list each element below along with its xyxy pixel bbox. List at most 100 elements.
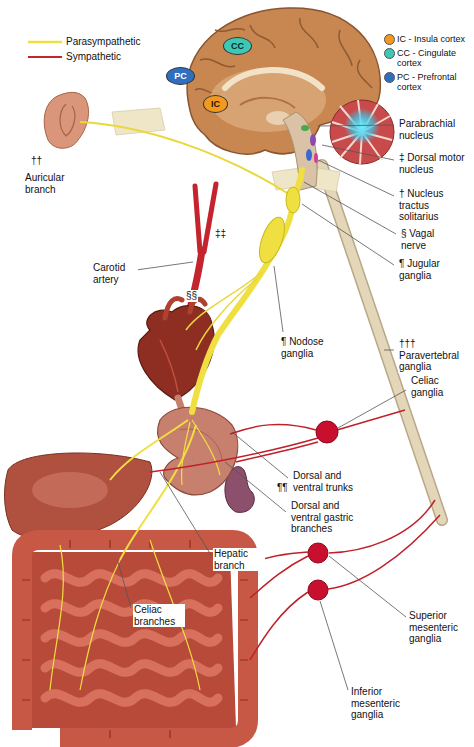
vagus-nerve (286, 187, 300, 213)
cortex-oval: CC (223, 37, 252, 55)
cortex-oval: IC (203, 95, 228, 113)
intestines (45, 604, 218, 613)
brain (225, 70, 322, 88)
sympathetic-fibres (150, 410, 440, 660)
artery-label: Carotid artery (92, 262, 138, 285)
leader-lines (384, 350, 394, 351)
vagus-nerve (192, 420, 220, 475)
ganglion-label: ¶ Nodose ganglia (280, 336, 332, 359)
nucleus-label: ‡ Dorsal motor nucleus (398, 152, 470, 175)
ganglion-circles (316, 421, 338, 443)
carotid-artery (195, 186, 200, 252)
trunk-label: Dorsal and ventral trunks (292, 470, 364, 493)
brainstem (310, 134, 316, 146)
sympathetic-fibres (250, 592, 308, 660)
brain (187, 8, 380, 154)
stomach (158, 398, 238, 495)
vagus-nerve (50, 545, 63, 690)
legend-swatch (384, 48, 395, 59)
leader-lines (136, 262, 193, 270)
callout-mark: ¶¶ (276, 482, 289, 494)
vagus-nerve (182, 422, 190, 485)
liver (5, 453, 152, 539)
heart (160, 340, 178, 392)
legend-line-samples (28, 41, 62, 44)
nucleus-label: † Nucleus tractus solitarius (398, 188, 472, 223)
intestines (45, 694, 218, 703)
vagus-nerve (50, 122, 302, 690)
leader-lines (318, 160, 394, 196)
callout-mark: †† (30, 155, 43, 167)
heart (138, 306, 214, 400)
leader-lines (118, 125, 406, 690)
leader-lines (160, 472, 211, 555)
callout-mark: §§ (185, 290, 198, 302)
intestines (45, 664, 218, 673)
cortex-abbreviation: CC (231, 41, 244, 51)
callout-mark: ‡‡ (214, 228, 227, 240)
cerebellum (344, 108, 380, 144)
sympathetic-fibres (230, 424, 316, 434)
branch-label: Dorsal and ventral gastric branches (290, 500, 370, 535)
brain (240, 98, 295, 108)
vagus-nerve (192, 170, 302, 412)
vagus-nerve (196, 278, 258, 350)
leader-lines (304, 182, 396, 234)
legend-text: Parasympathetic (66, 36, 140, 48)
branch-label: Hepatic branch (213, 548, 265, 571)
legend-line-samples (28, 42, 62, 57)
ganglion-label: Celiac ganglia (410, 375, 470, 398)
cortex-oval: PC (166, 67, 195, 85)
brainstem (306, 149, 312, 161)
sympathetic-fibres (337, 410, 405, 430)
cortex-abbreviation: IC (211, 99, 220, 109)
sympathetic-fibres (150, 438, 318, 472)
intestines (45, 574, 218, 583)
carotid-artery (204, 184, 216, 252)
cerebellum (332, 100, 392, 164)
legend-line-samples (28, 56, 62, 58)
vagus-nerve (186, 272, 262, 330)
bone-patches (314, 168, 340, 192)
leader-lines (338, 390, 406, 428)
brainstem (314, 153, 318, 163)
legend-text: CC - Cingulate cortex (397, 48, 469, 68)
leader-lines (318, 125, 394, 126)
leader-lines (322, 145, 394, 160)
ear (44, 92, 88, 148)
vagus-nerve (80, 122, 292, 196)
ganglion-label: Superior mesenteric ganglia (408, 610, 472, 645)
cortex-abbreviation: PC (174, 71, 187, 81)
brainstem (301, 125, 309, 131)
legend-swatch (384, 72, 395, 83)
brain (187, 8, 380, 154)
ganglion-label: Inferior mesenteric ganglia (350, 686, 420, 721)
leader-lines (118, 562, 131, 608)
cerebellum (330, 100, 394, 164)
ear (44, 92, 88, 148)
cerebellum (330, 100, 394, 164)
legend-text: IC - Insula cortex (397, 34, 465, 44)
legend-text: PC - Prefrontal cortex (397, 72, 469, 92)
intestines (22, 552, 236, 728)
leader-lines (232, 432, 288, 478)
vagus-nerve (254, 214, 289, 266)
nucleus-label: Parabrachial nucleus (398, 118, 470, 141)
ganglion-circles (308, 580, 328, 600)
ear (60, 104, 75, 136)
branch-label: Auricular branch (24, 172, 86, 195)
leader-lines (320, 601, 348, 690)
ganglion-label: ††† Paravertebral ganglia (398, 338, 470, 373)
legend-text: Sympathetic (66, 51, 121, 63)
liver (5, 453, 152, 539)
nerve-label: § Vagal nerve (400, 228, 462, 251)
intestines (45, 634, 218, 643)
brain (210, 68, 326, 132)
branch-label: Celiac branches (133, 604, 185, 627)
liver (32, 472, 108, 508)
leader-lines (329, 556, 406, 617)
vagus-nerve (80, 560, 120, 690)
leader-lines (274, 266, 283, 332)
